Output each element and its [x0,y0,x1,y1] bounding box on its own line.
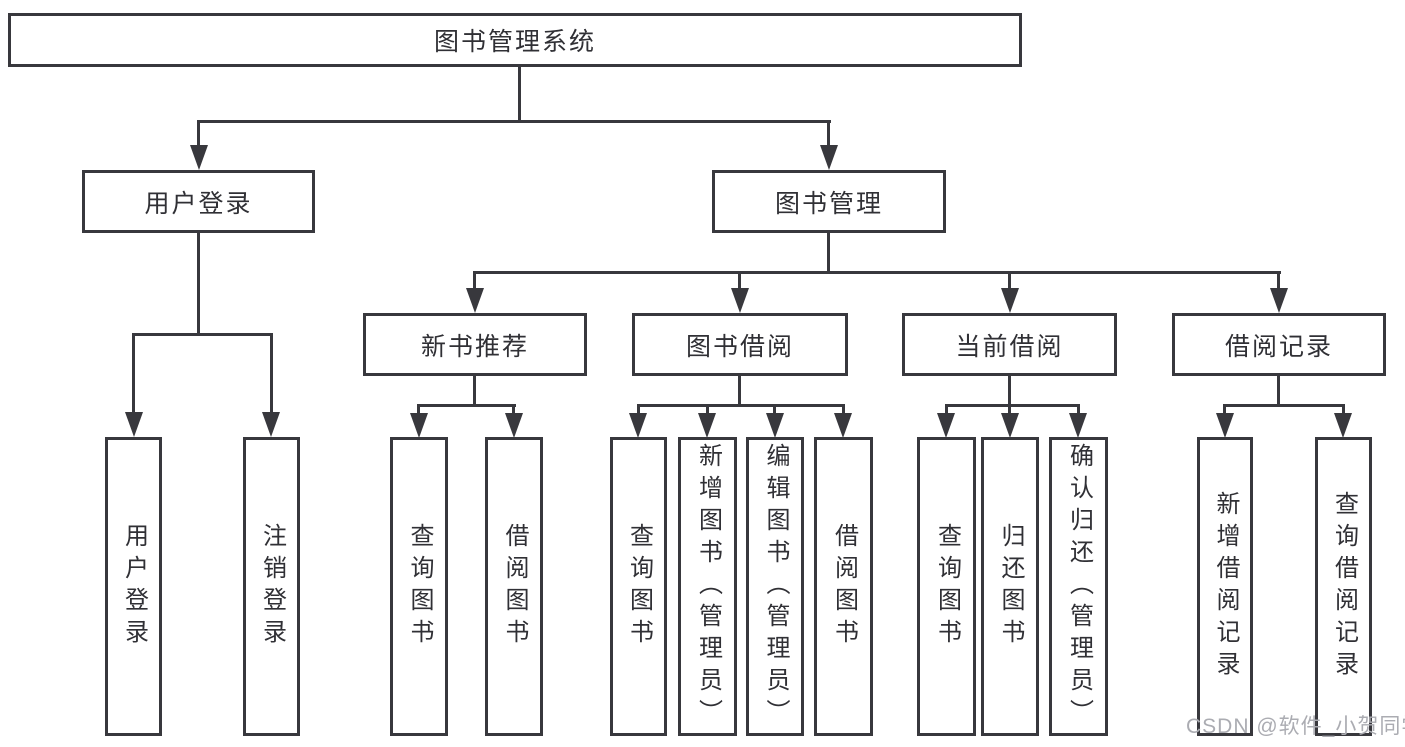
connector-line [270,333,273,412]
leaf-label: 新增借阅记录 [1212,490,1239,683]
connector-line [417,404,420,414]
leaf-label: 归还图书 [997,522,1024,651]
leaf-label: 注销登录 [258,522,286,651]
arrowhead-icon [820,145,838,170]
arrowhead-icon [698,413,716,438]
leaf-label: 借阅图书 [501,522,528,651]
connector-line [945,404,948,414]
leaf-label: 查询借阅记录 [1330,490,1358,683]
connector-line [473,271,476,290]
arrowhead-icon [1334,413,1352,438]
leaf-borrow-books: 借阅图书 [814,437,873,736]
node-book-management: 图书管理 [712,170,946,233]
connector-line [1008,376,1011,407]
arrowhead-icon [1001,413,1019,438]
connector-line [637,404,845,407]
leaf-label: 查询图书 [625,522,653,651]
connector-line [1277,271,1280,290]
connector-line [1008,404,1011,414]
node-label: 借阅记录 [1224,332,1333,361]
connector-line [827,120,830,147]
arrowhead-icon [834,413,852,438]
node-borrow-records: 借阅记录 [1172,313,1386,376]
leaf-label: 确认归还（管理员） [1065,442,1093,731]
leaf-label: 查询图书 [933,522,961,651]
connector-line [1223,404,1345,407]
leaf-query-books-current: 查询图书 [917,437,976,736]
arrowhead-icon [190,145,208,170]
node-label: 图书管理系统 [433,28,596,56]
connector-line [417,404,516,407]
connector-line [738,376,741,407]
arrowhead-icon [1001,288,1019,313]
connector-line [473,271,1281,274]
arrowhead-icon [731,288,749,313]
connector-line [512,404,515,414]
node-label: 图书借阅 [685,332,794,361]
arrowhead-icon [629,413,647,438]
connector-line [197,120,831,123]
node-book-borrow: 图书借阅 [632,313,848,376]
leaf-add-book-admin: 新增图书（管理员） [678,437,737,736]
connector-line [518,67,521,123]
connector-line [773,404,776,414]
arrowhead-icon [937,413,955,438]
node-label: 当前借阅 [955,332,1064,361]
connector-line [132,333,273,336]
node-current-borrow: 当前借阅 [902,313,1117,376]
connector-line [1277,376,1280,407]
connector-line [637,404,640,414]
node-new-book-recommend: 新书推荐 [363,313,587,376]
leaf-label: 编辑图书（管理员） [762,442,789,731]
leaf-confirm-return-admin: 确认归还（管理员） [1049,437,1108,736]
arrowhead-icon [1270,288,1288,313]
connector-line [738,271,741,290]
leaf-add-borrow-record: 新增借阅记录 [1197,437,1253,736]
arrowhead-icon [1069,413,1087,438]
connector-line [1008,271,1011,290]
connector-line [945,404,1080,407]
arrowhead-icon [505,413,523,438]
node-library-management-system: 图书管理系统 [8,13,1022,67]
connector-line [1342,404,1345,414]
leaf-borrow-books-recommend: 借阅图书 [485,437,543,736]
arrowhead-icon [410,413,428,438]
leaf-return-book: 归还图书 [981,437,1039,736]
leaf-edit-book-admin: 编辑图书（管理员） [746,437,804,736]
arrowhead-icon [262,412,280,437]
leaf-logout-login: 注销登录 [243,437,300,736]
node-label: 用户登录 [144,189,253,218]
leaf-query-borrow-record: 查询借阅记录 [1315,437,1372,736]
connector-line [1223,404,1226,414]
connector-line [197,233,200,336]
arrowhead-icon [125,412,143,437]
leaf-label: 借阅图书 [830,522,858,651]
connector-line [197,120,200,147]
arrowhead-icon [466,288,484,313]
node-label: 图书管理 [774,189,883,218]
leaf-label: 用户登录 [120,522,148,651]
watermark: CSDN @软件_小贺同学 [1186,715,1405,738]
node-label: 新书推荐 [420,332,529,361]
arrowhead-icon [766,413,784,438]
leaf-user-login: 用户登录 [105,437,162,736]
arrowhead-icon [1216,413,1234,438]
leaf-label: 新增图书（管理员） [694,442,722,731]
connector-line [1077,404,1080,414]
connector-line [473,376,476,407]
connector-line [706,404,709,414]
node-user-login: 用户登录 [82,170,315,233]
connector-line [842,404,845,414]
connector-line [132,333,135,412]
connector-line [827,233,830,274]
leaf-label: 查询图书 [406,522,433,651]
leaf-query-books-recommend: 查询图书 [390,437,448,736]
leaf-query-books-borrow: 查询图书 [610,437,667,736]
